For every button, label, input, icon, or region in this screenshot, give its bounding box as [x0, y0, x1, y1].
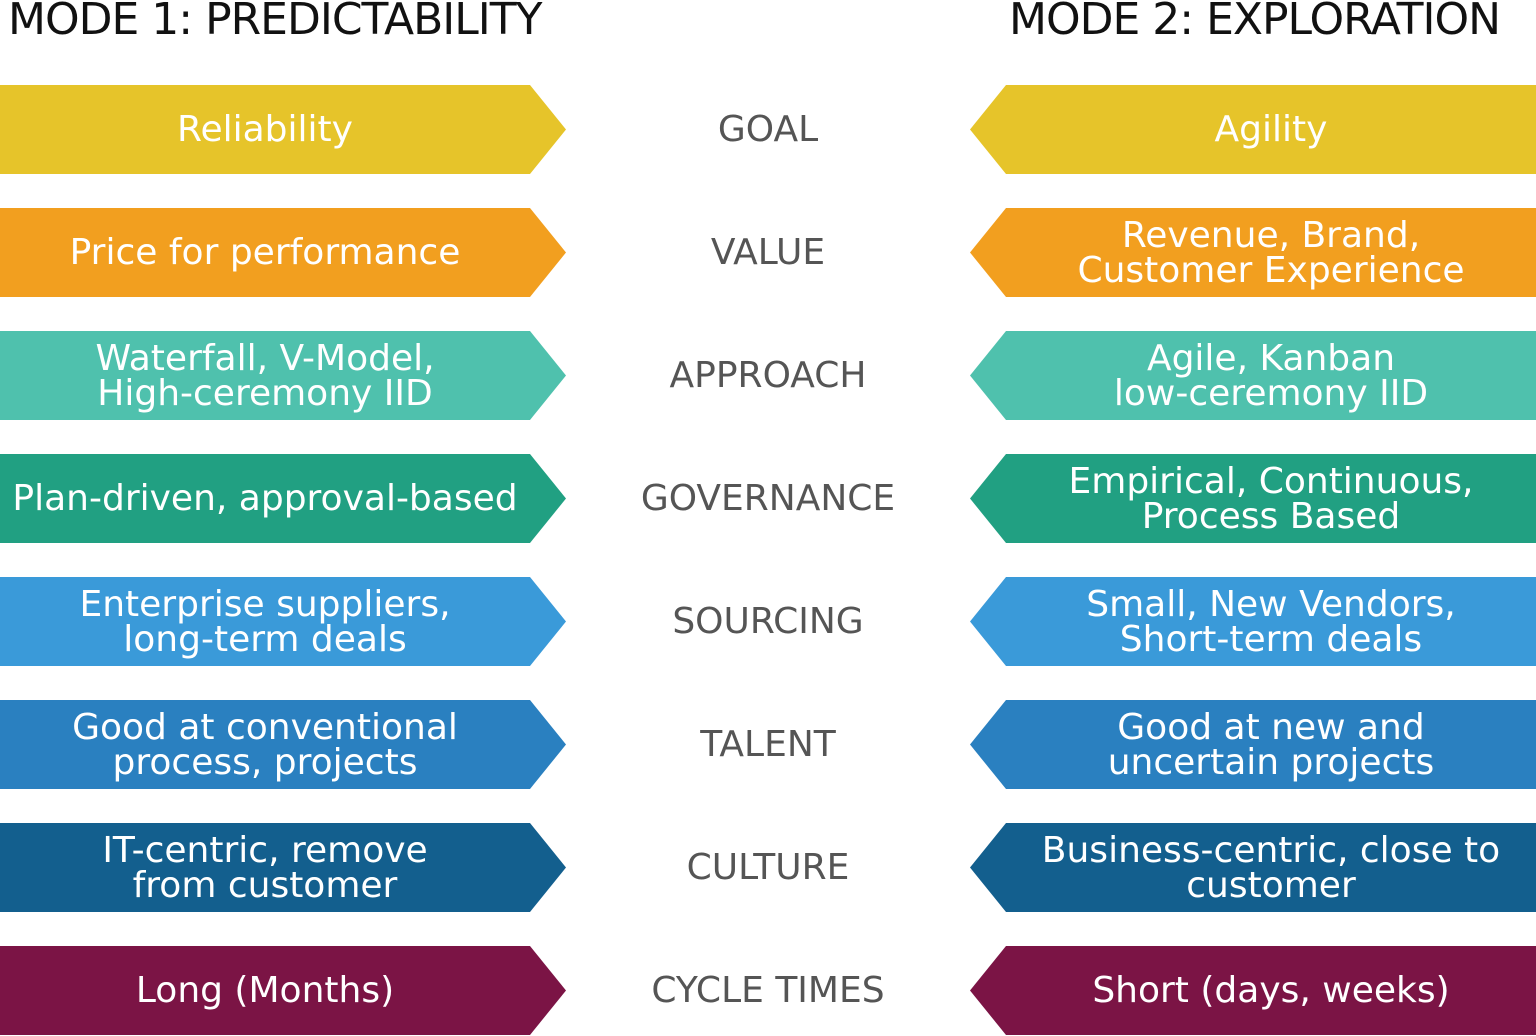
dimension-label: VALUE	[710, 232, 826, 273]
mode2-arrow: Small, New Vendors,Short-term deals	[970, 577, 1536, 666]
dimension-label: CULTURE	[686, 847, 850, 888]
mode1-arrow: Waterfall, V-Model,High-ceremony IID	[0, 331, 566, 420]
mode2-arrow: Empirical, Continuous,Process Based	[970, 454, 1536, 543]
row-sourcing: Enterprise suppliers,long-term deals SOUR…	[0, 577, 1536, 666]
mode1-title: MODE 1: PREDICTABILITY	[8, 0, 543, 45]
row-governance: Plan-driven, approval-based GOVERNANCE Emp…	[0, 454, 1536, 543]
row-cycle-times: Long (Months) CYCLE TIMES Short (days, wee…	[0, 946, 1536, 1035]
row-value: Price for performance VALUE Revenue, Brand…	[0, 208, 1536, 297]
mode2-title: MODE 2: EXPLORATION	[1009, 0, 1501, 45]
row-approach: Waterfall, V-Model,High-ceremony IID APPR…	[0, 331, 1536, 420]
dimension-label: TALENT	[700, 724, 836, 765]
mode1-arrow: Reliability	[0, 85, 566, 174]
mode2-arrow: Revenue, Brand,Customer Experience	[970, 208, 1536, 297]
mode1-arrow: Long (Months)	[0, 946, 566, 1035]
dimension-label: CYCLE TIMES	[651, 970, 885, 1011]
dimension-label: SOURCING	[672, 601, 864, 642]
mode1-arrow: Price for performance	[0, 208, 566, 297]
mode1-arrow: Plan-driven, approval-based	[0, 454, 566, 543]
dimension-label: GOAL	[717, 109, 819, 150]
mode2-arrow: Short (days, weeks)	[970, 946, 1536, 1035]
mode1-arrow: Enterprise suppliers,long-term deals	[0, 577, 566, 666]
dimension-label: APPROACH	[669, 355, 867, 396]
mode2-arrow: Agility	[970, 85, 1536, 174]
dimension-label: GOVERNANCE	[640, 478, 896, 519]
row-goal: Reliability GOAL Agility	[0, 85, 1536, 174]
